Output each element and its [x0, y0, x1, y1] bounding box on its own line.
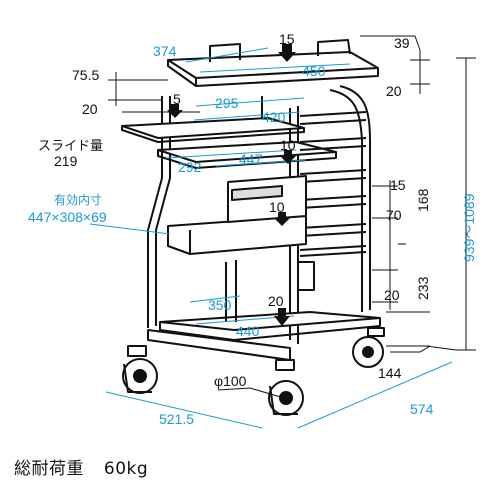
slide-gap-label: 20 [82, 101, 98, 117]
load-capacity-caption: 総耐荷重 60kg [14, 454, 162, 479]
bottom-arrow-label: 20 [268, 293, 284, 309]
labels-blue: 374 450 295 420 292 447 有効内寸 447×308×69 … [28, 43, 477, 427]
top-edge-height-label: 75.5 [72, 67, 99, 83]
caster-front-left [122, 345, 158, 394]
down-arrows [167, 44, 296, 326]
slide-depth-label: 420 [262, 109, 286, 125]
cart-frame [121, 39, 385, 416]
total-height-label: 939～1089 [461, 193, 477, 262]
slide-arrow-label: 5 [173, 91, 181, 107]
load-capacity-value: 60kg [103, 459, 149, 479]
bottom-depth-label: 440 [236, 323, 260, 339]
right-20-label: 20 [384, 287, 400, 303]
slide-width-label: 295 [215, 95, 239, 111]
dimension-lines-blue [89, 47, 453, 429]
right-15-label: 15 [390, 177, 406, 193]
drawer-arrow-label: 10 [269, 199, 285, 215]
load-capacity-label: 総耐荷重 [14, 459, 84, 479]
drawer-inner-label: 447×308×69 [28, 209, 107, 225]
right-233-label: 233 [415, 276, 431, 300]
rail-offset-label: 39 [394, 35, 410, 51]
top-tray-depth-label: 450 [302, 63, 326, 79]
caster-offset-label: 144 [378, 365, 402, 381]
right-168-label: 168 [415, 188, 431, 212]
dimension-lines [108, 35, 476, 399]
mid-tray-depth-label: 447 [239, 151, 263, 167]
bottom-width-label: 350 [208, 297, 232, 313]
caster-back-right [352, 327, 385, 368]
mid-tray-width-label: 292 [178, 159, 202, 175]
caster-label: φ100 [214, 373, 247, 389]
top-rail-height-label: 15 [279, 31, 295, 47]
overall-depth-label: 574 [410, 401, 434, 417]
right-70-label: 70 [386, 207, 402, 223]
slide-caption-label: スライド量 [38, 138, 103, 153]
overall-width-label: 521.5 [159, 411, 194, 427]
labels-black: 15 39 20 75.5 20 5 スライド量 219 10 10 15 16… [38, 31, 431, 389]
handle-offset-label: 20 [386, 83, 402, 99]
mid-arrow-label: 10 [280, 137, 296, 153]
drawer-caption-label: 有効内寸 [54, 192, 102, 207]
slide-amount-label: 219 [54, 153, 78, 169]
top-tray-width-label: 374 [153, 43, 177, 59]
caster-front-right [268, 359, 304, 416]
